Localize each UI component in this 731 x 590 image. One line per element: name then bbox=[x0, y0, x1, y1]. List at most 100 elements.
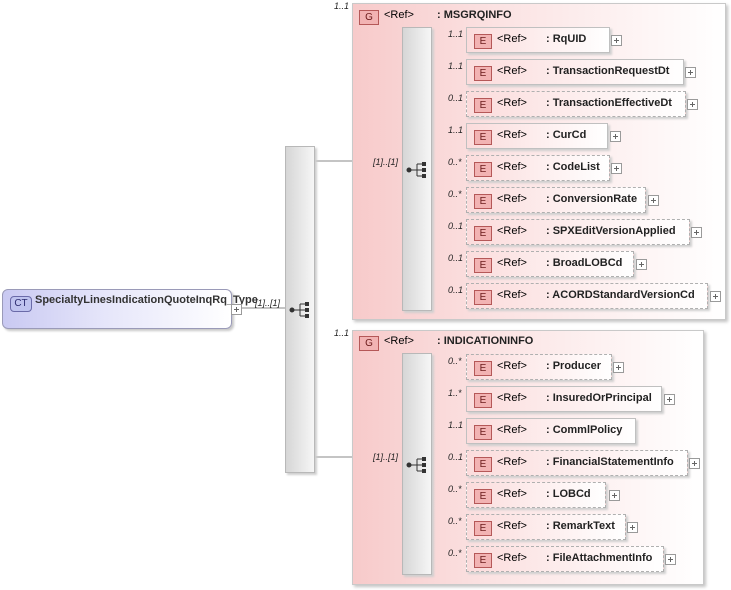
element-broadlobcd[interactable]: E <Ref> : BroadLOBCd bbox=[466, 251, 634, 277]
group-sequence-cardinality: [1]..[1] bbox=[373, 157, 399, 167]
expand-icon[interactable] bbox=[648, 195, 659, 206]
expand-icon[interactable] bbox=[636, 259, 647, 270]
element-badge: E bbox=[474, 457, 492, 472]
element-ref-label: <Ref> bbox=[497, 360, 527, 372]
element-transactionrequestdt[interactable]: E <Ref> : TransactionRequestDt bbox=[466, 59, 684, 85]
element-badge: E bbox=[474, 226, 492, 241]
element-producer[interactable]: E <Ref> : Producer bbox=[466, 354, 612, 380]
element-ref-label: <Ref> bbox=[497, 161, 527, 173]
element-curcd[interactable]: E <Ref> : CurCd bbox=[466, 123, 608, 149]
element-name: : Producer bbox=[546, 360, 602, 372]
element-name: : BroadLOBCd bbox=[546, 257, 623, 269]
expand-icon[interactable] bbox=[613, 362, 624, 373]
element-name: : SPXEditVersionApplied bbox=[546, 225, 676, 237]
group-sequence-compositor[interactable] bbox=[402, 353, 432, 575]
element-name: : TransactionEffectiveDt bbox=[546, 97, 672, 109]
element-badge: E bbox=[474, 34, 492, 49]
element-ref-label: <Ref> bbox=[497, 456, 527, 468]
group-cardinality: 1..1 bbox=[334, 1, 350, 11]
expand-icon[interactable] bbox=[710, 291, 721, 302]
element-conversionrate[interactable]: E <Ref> : ConversionRate bbox=[466, 187, 646, 213]
element-badge: E bbox=[474, 258, 492, 273]
element-fileattachmentinfo[interactable]: E <Ref> : FileAttachmentInfo bbox=[466, 546, 664, 572]
element-cardinality: 1..* bbox=[448, 388, 462, 398]
expand-icon[interactable] bbox=[687, 99, 698, 110]
element-badge: E bbox=[474, 425, 492, 440]
element-cardinality: 0..* bbox=[448, 548, 462, 558]
group-badge: G bbox=[359, 10, 379, 25]
element-cardinality: 0..1 bbox=[448, 253, 464, 263]
element-ref-label: <Ref> bbox=[497, 488, 527, 500]
element-lobcd[interactable]: E <Ref> : LOBCd bbox=[466, 482, 606, 508]
element-cardinality: 0..* bbox=[448, 356, 462, 366]
group-sequence-compositor[interactable] bbox=[402, 27, 432, 311]
element-name: : RqUID bbox=[546, 33, 587, 45]
element-commlpolicy[interactable]: E <Ref> : CommlPolicy bbox=[466, 418, 636, 444]
sequence-icon bbox=[406, 457, 426, 473]
group-ref-label: <Ref> bbox=[384, 9, 414, 21]
element-badge: E bbox=[474, 130, 492, 145]
element-ref-label: <Ref> bbox=[497, 257, 527, 269]
complex-type-box[interactable]: CT SpecialtyLinesIndicationQuoteInqRq_Ty… bbox=[2, 289, 258, 329]
element-ref-label: <Ref> bbox=[497, 225, 527, 237]
group-ref-label: <Ref> bbox=[384, 335, 414, 347]
expand-icon[interactable] bbox=[685, 67, 696, 78]
expand-icon[interactable] bbox=[627, 522, 638, 533]
element-ref-label: <Ref> bbox=[497, 65, 527, 77]
element-name: : CodeList bbox=[546, 161, 600, 173]
element-ref-label: <Ref> bbox=[497, 392, 527, 404]
expand-icon[interactable] bbox=[689, 458, 700, 469]
element-financialstatementinfo[interactable]: E <Ref> : FinancialStatementInfo bbox=[466, 450, 688, 476]
element-cardinality: 0..1 bbox=[448, 93, 464, 103]
element-badge: E bbox=[474, 393, 492, 408]
complex-type-name: SpecialtyLinesIndicationQuoteInqRq_Type bbox=[35, 294, 258, 306]
complex-type-badge: CT bbox=[10, 296, 32, 312]
expand-icon[interactable] bbox=[609, 490, 620, 501]
element-badge: E bbox=[474, 98, 492, 113]
expand-icon[interactable] bbox=[611, 163, 622, 174]
element-cardinality: 0..1 bbox=[448, 221, 464, 231]
element-badge: E bbox=[474, 489, 492, 504]
main-sequence-compositor[interactable] bbox=[285, 146, 315, 473]
element-name: : RemarkText bbox=[546, 520, 615, 532]
element-badge: E bbox=[474, 66, 492, 81]
element-name: : InsuredOrPrincipal bbox=[546, 392, 652, 404]
element-spxeditversionapplied[interactable]: E <Ref> : SPXEditVersionApplied bbox=[466, 219, 690, 245]
element-acordstandardversioncd[interactable]: E <Ref> : ACORDStandardVersionCd bbox=[466, 283, 708, 309]
element-badge: E bbox=[474, 290, 492, 305]
element-cardinality: 1..1 bbox=[448, 61, 464, 71]
element-cardinality: 1..1 bbox=[448, 29, 464, 39]
expand-icon[interactable] bbox=[610, 131, 621, 142]
element-name: : FinancialStatementInfo bbox=[546, 456, 674, 468]
element-insuredorprincipal[interactable]: E <Ref> : InsuredOrPrincipal bbox=[466, 386, 662, 412]
group-cardinality: 1..1 bbox=[334, 328, 350, 338]
element-cardinality: 0..1 bbox=[448, 452, 464, 462]
root-expand-icon[interactable] bbox=[231, 304, 242, 315]
expand-icon[interactable] bbox=[691, 227, 702, 238]
element-ref-label: <Ref> bbox=[497, 289, 527, 301]
element-remarktext[interactable]: E <Ref> : RemarkText bbox=[466, 514, 626, 540]
element-ref-label: <Ref> bbox=[497, 33, 527, 45]
group-badge: G bbox=[359, 336, 379, 351]
element-transactioneffectivedt[interactable]: E <Ref> : TransactionEffectiveDt bbox=[466, 91, 686, 117]
expand-icon[interactable] bbox=[611, 35, 622, 46]
expand-icon[interactable] bbox=[664, 394, 675, 405]
group-name: : MSGRQINFO bbox=[437, 9, 512, 21]
element-name: : CommlPolicy bbox=[546, 424, 623, 436]
group-name: : INDICATIONINFO bbox=[437, 335, 534, 347]
element-rquid[interactable]: E <Ref> : RqUID bbox=[466, 27, 610, 53]
element-name: : ACORDStandardVersionCd bbox=[546, 289, 695, 301]
element-name: : CurCd bbox=[546, 129, 587, 141]
element-ref-label: <Ref> bbox=[497, 97, 527, 109]
element-codelist[interactable]: E <Ref> : CodeList bbox=[466, 155, 610, 181]
element-badge: E bbox=[474, 194, 492, 209]
element-cardinality: 1..1 bbox=[448, 125, 464, 135]
element-name: : TransactionRequestDt bbox=[546, 65, 670, 77]
expand-icon[interactable] bbox=[665, 554, 676, 565]
element-ref-label: <Ref> bbox=[497, 520, 527, 532]
sequence-icon bbox=[406, 162, 426, 178]
element-cardinality: 0..* bbox=[448, 157, 462, 167]
element-cardinality: 0..* bbox=[448, 516, 462, 526]
element-cardinality: 0..* bbox=[448, 189, 462, 199]
element-name: : LOBCd bbox=[546, 488, 591, 500]
